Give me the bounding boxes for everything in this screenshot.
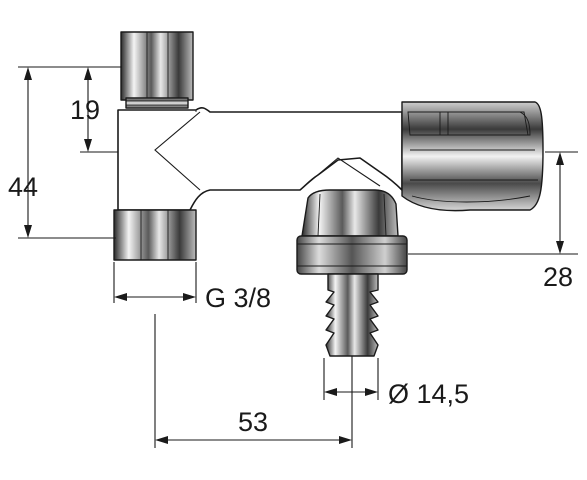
top-hex-nut: [120, 31, 194, 109]
dimension-44-label: 44: [8, 172, 38, 202]
valve-handle-cap: [401, 101, 544, 212]
dimension-19-label: 19: [70, 95, 100, 125]
dimension-28: 28: [408, 151, 578, 292]
dimension-53-label: 53: [238, 407, 268, 437]
dimension-53: 53: [154, 314, 353, 448]
dimension-19: 19: [70, 66, 122, 153]
hose-barb: [325, 273, 379, 357]
dimension-44: 44: [8, 66, 116, 239]
dimension-thread: G 3/8: [113, 262, 271, 313]
dimension-28-label: 28: [543, 262, 573, 292]
outlet-connector: [296, 189, 408, 275]
dimension-hose-diameter: Ø 14,5: [323, 358, 469, 409]
dimension-hose-diameter-label: Ø 14,5: [388, 379, 469, 409]
dimension-thread-label: G 3/8: [205, 283, 271, 313]
inlet-hex-nut: [113, 209, 197, 261]
valve-body: [117, 107, 403, 211]
